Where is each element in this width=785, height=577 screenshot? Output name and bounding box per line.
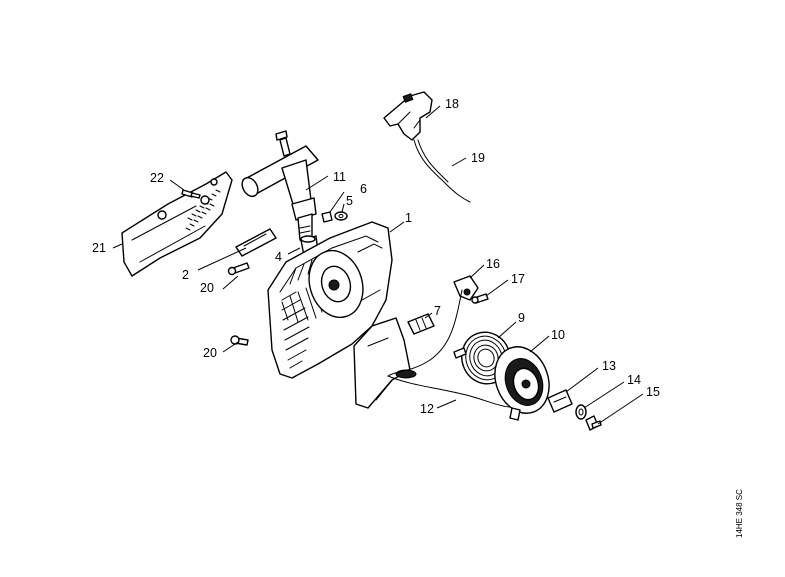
- label-part-14: 14: [627, 373, 641, 387]
- part-10-rope-rotor: [494, 346, 550, 421]
- label-part-20-lower: 20: [203, 346, 217, 360]
- leader-lines: [112, 105, 644, 425]
- label-part-16: 16: [486, 257, 500, 271]
- part-16-pawl: [453, 275, 479, 301]
- label-part-10: 10: [551, 328, 565, 342]
- label-part-22: 22: [150, 171, 164, 185]
- label-part-1: 1: [405, 211, 412, 225]
- part-14-washer: [575, 404, 587, 420]
- part-13-pawl: [547, 389, 573, 413]
- drawing-code: 14HE 348 SC: [735, 489, 744, 538]
- part-2-gasket: [235, 228, 277, 257]
- part-11-t-handle-tool: [241, 130, 319, 241]
- part-17-screw: [471, 293, 489, 304]
- label-part-4: 4: [275, 250, 282, 264]
- part-19-starter-rope: [413, 139, 471, 203]
- label-part-21: 21: [92, 241, 106, 255]
- part-20-screw-lower: [230, 335, 249, 346]
- label-part-20-upper: 20: [200, 281, 214, 295]
- label-part-12: 12: [420, 402, 434, 416]
- part-6-nut: [321, 211, 333, 223]
- label-part-6: 6: [360, 182, 367, 196]
- label-part-9: 9: [518, 311, 525, 325]
- part-21-cover-plate: [121, 171, 233, 277]
- label-part-18: 18: [445, 97, 459, 111]
- label-part-19: 19: [471, 151, 485, 165]
- part-1-fan-housing: [267, 221, 417, 409]
- part-18-starter-grip: [383, 91, 433, 141]
- part-15-screw: [585, 415, 602, 431]
- label-part-15: 15: [646, 385, 660, 399]
- part-7-pin: [407, 313, 435, 335]
- label-part-5: 5: [346, 194, 353, 208]
- label-part-17: 17: [511, 272, 525, 286]
- label-part-11: 11: [333, 170, 346, 184]
- label-part-13: 13: [602, 359, 616, 373]
- part-22-screw: [181, 189, 201, 199]
- part-20-screw-upper: [227, 262, 250, 276]
- part-5-washer: [334, 211, 348, 221]
- part-12-starter-rope: [386, 289, 521, 408]
- label-part-2: 2: [182, 268, 189, 282]
- label-part-7: 7: [434, 304, 441, 318]
